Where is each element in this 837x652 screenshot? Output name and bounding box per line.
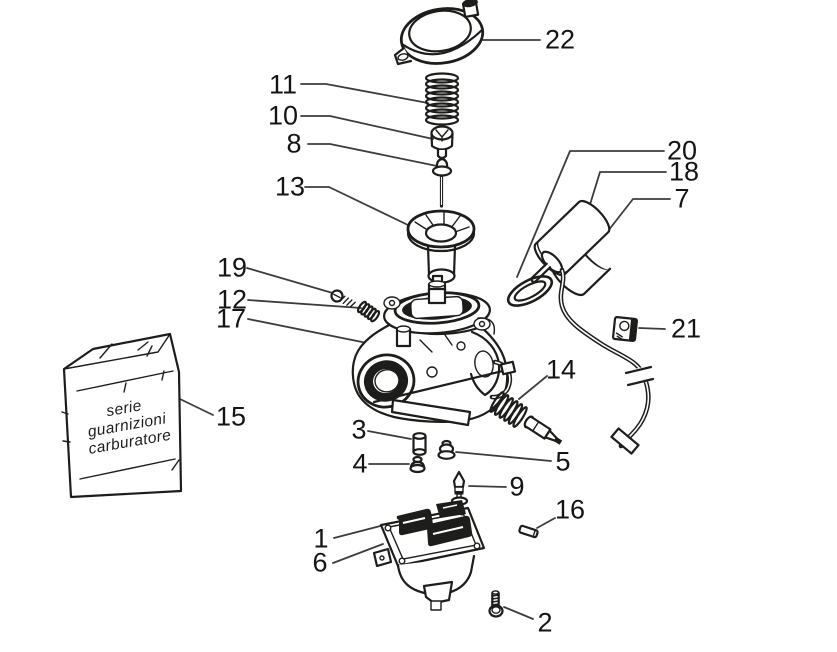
part-12-spring	[356, 300, 381, 323]
idle-adjuster-screw	[523, 415, 563, 445]
part-callout-1[interactable]: 1	[313, 523, 329, 554]
leader-lines	[179, 39, 671, 620]
part-5-jet	[437, 439, 456, 460]
part-callout-10[interactable]: 10	[267, 100, 299, 131]
part-callout-2[interactable]: 2	[537, 607, 553, 638]
part-19-screw	[330, 289, 356, 308]
part-callout-20[interactable]: 20	[666, 135, 698, 166]
part-10-spring-seat	[430, 125, 454, 160]
part-callout-16[interactable]: 16	[554, 494, 586, 525]
part-16-pin	[518, 524, 539, 539]
part-callout-9[interactable]: 9	[509, 471, 525, 502]
part-callout-18[interactable]: 18	[668, 156, 700, 187]
part-callout-13[interactable]: 13	[274, 171, 306, 202]
part-22-top-cover	[393, 0, 485, 66]
part-callout-12[interactable]: 12	[216, 284, 248, 315]
part-callout-15[interactable]: 15	[215, 401, 247, 432]
part-15-gasket-bag	[61, 332, 183, 499]
choke-wire	[558, 267, 655, 455]
part-2-screw	[488, 590, 504, 618]
part-callout-19[interactable]: 19	[216, 252, 248, 283]
part-callout-4[interactable]: 4	[352, 448, 368, 479]
part-14-spring	[489, 391, 528, 428]
part-8-needle	[431, 157, 453, 208]
part-callout-22[interactable]: 22	[544, 24, 576, 55]
part-callout-14[interactable]: 14	[545, 354, 577, 385]
part-4-jet	[409, 455, 426, 474]
part-callout-3[interactable]: 3	[351, 414, 367, 445]
part-callout-8[interactable]: 8	[286, 128, 302, 159]
part-callout-11[interactable]: 11	[268, 69, 298, 100]
part-9-float-needle	[450, 470, 469, 506]
part-callout-7[interactable]: 7	[674, 183, 690, 214]
part-13-slide	[406, 209, 476, 284]
part-21-clip	[612, 316, 638, 342]
part-17-carburetor-body	[351, 274, 517, 427]
part-20-oring	[506, 275, 554, 307]
part-11-spring	[424, 72, 460, 126]
part-callout-6[interactable]: 6	[312, 547, 328, 578]
part-callout-5[interactable]: 5	[555, 446, 571, 477]
part-3-jet	[412, 432, 427, 456]
part-1-float	[396, 500, 473, 547]
part-callout-17[interactable]: 17	[215, 303, 247, 334]
part-callout-21[interactable]: 21	[670, 313, 702, 344]
